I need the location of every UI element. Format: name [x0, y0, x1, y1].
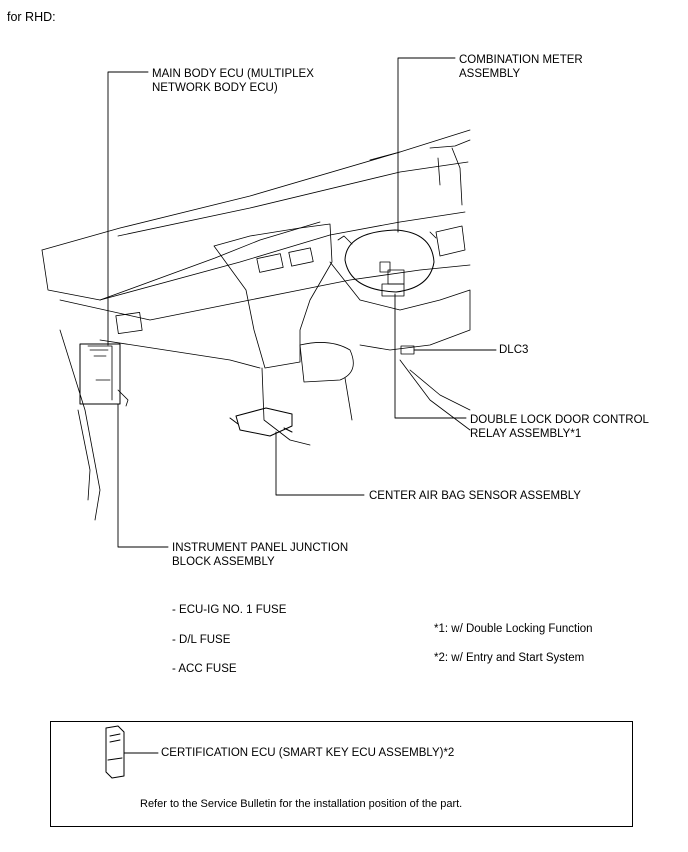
variant-label: for RHD: [7, 10, 56, 24]
fuse-item: - ACC FUSE [172, 663, 237, 675]
combination-meter [344, 229, 435, 293]
vent-left [256, 253, 284, 273]
label-main-body-ecu: MAIN BODY ECU (MULTIPLEX NETWORK BODY EC… [152, 68, 314, 94]
leader-combination-meter [397, 57, 456, 233]
dash-front-edge [41, 211, 466, 301]
left-lower [59, 329, 101, 521]
certification-ecu-part [105, 725, 125, 779]
right-dash [329, 261, 471, 351]
right-vent [435, 225, 466, 257]
shift-area [299, 342, 354, 383]
fuse-item: - ECU-IG NO. 1 FUSE [172, 604, 287, 616]
junction-block-part [79, 343, 121, 405]
vent-right [288, 247, 314, 267]
label-combination-meter: COMBINATION METER ASSEMBLY [459, 54, 583, 80]
fuse-item: - D/L FUSE [172, 634, 231, 646]
certification-ecu-box [50, 721, 633, 827]
dash-lower-edge [59, 264, 471, 321]
air-bag-sensor-part [229, 407, 293, 437]
dash-top-outline [41, 129, 471, 251]
leader-main-body-ecu [107, 71, 149, 346]
dash-contour [99, 221, 321, 301]
a-pillar [437, 147, 463, 206]
dash-top-outline-2 [117, 161, 469, 237]
console [261, 367, 353, 446]
center-stack [213, 223, 333, 369]
label-certification-ecu: CERTIFICATION ECU (SMART KEY ECU ASSEMBL… [161, 747, 455, 759]
leader-air-bag [275, 431, 365, 496]
label-double-lock-relay: DOUBLE LOCK DOOR CONTROL RELAY ASSEMBLY*… [470, 414, 649, 440]
service-bulletin-note: Refer to the Service Bulletin for the in… [140, 798, 463, 810]
glove-box-line [99, 339, 261, 369]
label-instrument-panel-jb: INSTRUMENT PANEL JUNCTION BLOCK ASSEMBLY [172, 542, 349, 568]
label-center-air-bag: CENTER AIR BAG SENSOR ASSEMBLY [369, 490, 581, 502]
windshield-edge [369, 139, 471, 161]
label-dlc3: DLC3 [499, 344, 529, 356]
footnote: *1: w/ Double Locking Function [434, 623, 593, 635]
left-vent [115, 312, 143, 334]
footnote: *2: w/ Entry and Start System [434, 652, 585, 664]
double-lock-relay-part [381, 283, 405, 297]
leader-double-lock [394, 293, 467, 419]
leader-junction-block [117, 403, 169, 548]
right-lower [399, 359, 471, 431]
